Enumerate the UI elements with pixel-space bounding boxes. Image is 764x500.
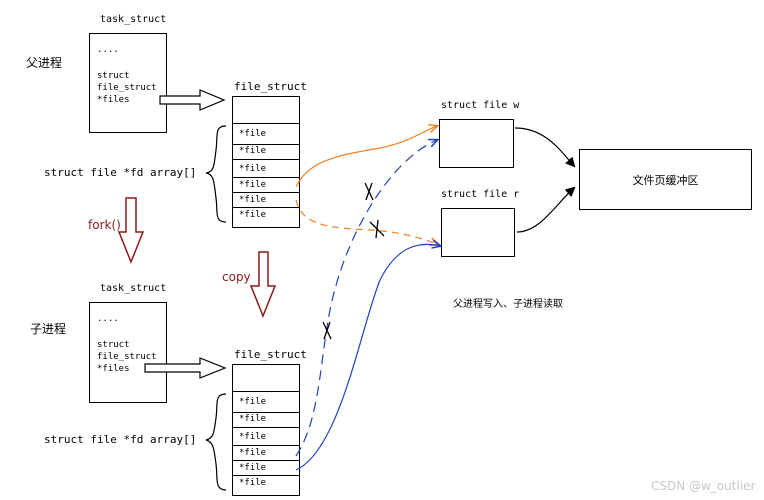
parent-task-line-3: *files — [97, 95, 130, 105]
fork-label: fork() — [88, 218, 121, 232]
r-to-cache-curve — [516, 186, 576, 233]
child-fd-cell-3: *file — [233, 445, 299, 460]
parent-fd-cell-2: *file — [233, 159, 299, 177]
w-to-cache-curve — [514, 127, 576, 168]
parent-process-label: 父进程 — [26, 56, 63, 70]
parent-fd-cell-5: *file — [233, 207, 299, 222]
caption: 父进程写入、子进程读取 — [453, 299, 563, 310]
parent-write-curve — [295, 126, 437, 188]
copy-arrow — [249, 251, 277, 319]
parent-files-arrow — [159, 89, 226, 111]
parent-task-struct-label: task_struct — [100, 14, 167, 25]
child-fd-cell-4: *file — [233, 460, 299, 475]
parent-file-struct-label: file_struct — [234, 80, 307, 93]
child-fd-cell-1: *file — [233, 412, 299, 427]
child-read-curve — [295, 244, 440, 471]
parent-task-line-0: .... — [97, 45, 119, 55]
child-fd-cell-0: *file — [233, 391, 299, 412]
parent-fd-cell-1: *file — [233, 144, 299, 159]
child-file-struct-label: file_struct — [234, 348, 307, 361]
file-r-label: struct file r — [441, 189, 520, 200]
child-task-struct-label: task_struct — [100, 283, 167, 294]
child-process-label: 子进程 — [30, 322, 67, 336]
child-fd-array-label: struct file *fd array[] — [44, 433, 197, 446]
file-w-box — [439, 119, 514, 168]
child-fd-cell-2: *file — [233, 427, 299, 445]
fork-arrow — [117, 197, 145, 265]
cross-mark-top — [364, 182, 374, 201]
parent-task-line-1: struct — [97, 71, 130, 81]
parent-fd-cell-0: *file — [233, 123, 299, 144]
child-fd-cell-5: *file — [233, 475, 299, 490]
parent-fd-brace — [205, 125, 227, 223]
child-task-line-2: file_struct — [97, 352, 157, 362]
child-task-line-3: *files — [97, 364, 130, 374]
child-write-curve-closed — [295, 140, 437, 457]
cross-mark-mid — [369, 219, 385, 239]
parent-read-curve-closed — [295, 199, 438, 244]
child-task-line-1: struct — [97, 340, 130, 350]
child-task-line-0: .... — [97, 314, 119, 324]
child-task-struct-box: .... struct file_struct *files — [89, 302, 167, 403]
child-fd-brace — [205, 393, 227, 491]
parent-fd-array-label: struct file *fd array[] — [44, 166, 197, 179]
parent-task-line-2: file_struct — [97, 83, 157, 93]
page-cache-box: 文件页缓冲区 — [579, 149, 752, 210]
cross-mark-bottom — [322, 321, 332, 340]
page-cache-label: 文件页缓冲区 — [632, 173, 699, 187]
copy-label: copy — [222, 270, 251, 284]
watermark: CSDN @w_outlier — [651, 479, 756, 493]
file-r-box — [441, 208, 515, 257]
child-file-struct-box: *file *file *file *file *file *file — [232, 364, 300, 496]
parent-file-struct-box: *file *file *file *file *file *file — [232, 96, 300, 228]
parent-task-struct-box: .... struct file_struct *files — [89, 33, 167, 133]
child-files-arrow — [144, 357, 227, 379]
file-w-label: struct file w — [441, 100, 520, 111]
parent-fd-cell-4: *file — [233, 192, 299, 207]
parent-fd-cell-3: *file — [233, 177, 299, 192]
